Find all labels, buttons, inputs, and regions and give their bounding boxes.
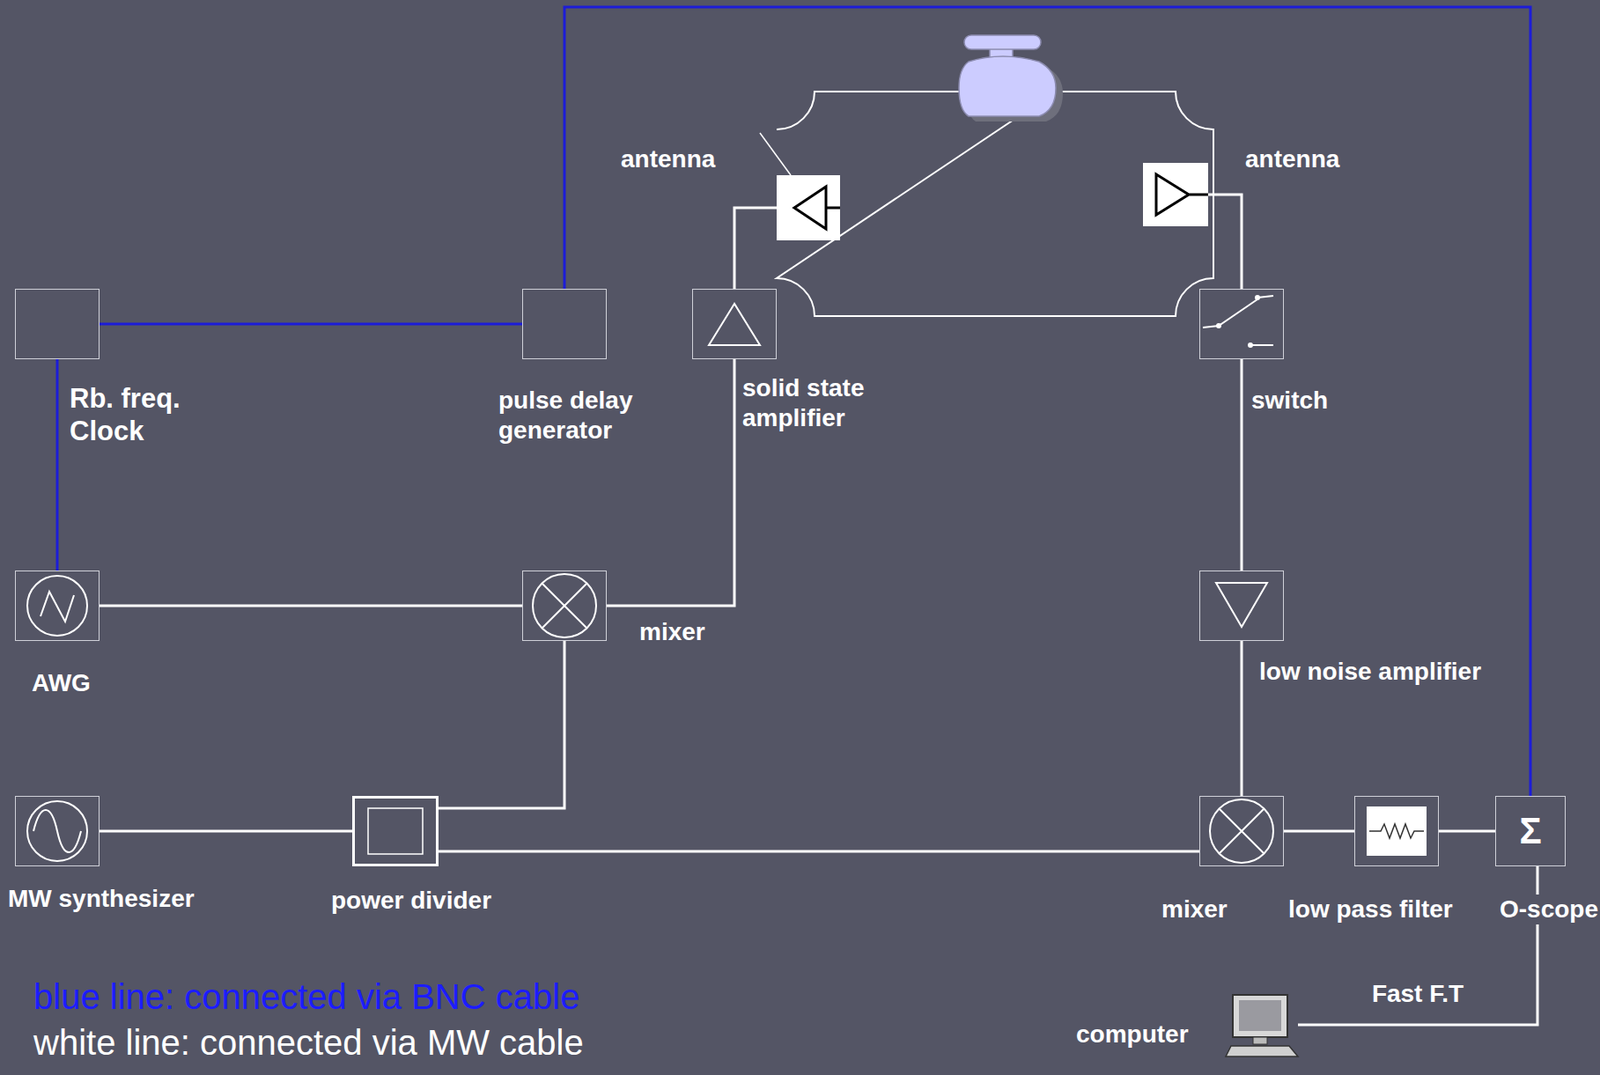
symbol-text: Σ (1496, 796, 1565, 866)
edge-label: Fast F.T (1371, 979, 1464, 1010)
awg-symbol (27, 575, 88, 636)
mw-cable (99, 830, 353, 834)
switch-symbol (1202, 295, 1274, 346)
divider-box: power divider (352, 796, 439, 867)
antenna-plate (1142, 162, 1209, 227)
mw-cable (1240, 641, 1244, 797)
mw-cable (1208, 194, 1242, 289)
chamber-outline (776, 91, 1214, 317)
bnc-cable (56, 359, 59, 571)
filter-plate (1366, 806, 1427, 856)
component-label: MW synthesizer (7, 884, 195, 915)
component-label: power divider (331, 885, 492, 916)
switch-box: switch (1199, 288, 1284, 360)
monitor (1232, 995, 1288, 1038)
antenna-symbol (794, 186, 841, 229)
component-label: switch (1251, 385, 1328, 416)
component-label: low noise amplifier (1259, 656, 1482, 687)
valve-handle (964, 35, 1041, 50)
delay-generator-box: pulse delay generator (522, 288, 607, 360)
component-label: antenna (620, 144, 716, 175)
synthesizer-box: MW synthesizer (14, 796, 100, 867)
bnc-cable (99, 323, 523, 326)
mixer-symbol (1209, 799, 1274, 863)
bnc-cable (564, 7, 1531, 797)
synth-symbol (27, 801, 88, 862)
leader-line (759, 132, 791, 176)
component-label: mixer (1161, 894, 1228, 925)
antenna-symbol (1156, 174, 1209, 215)
component-label: solid state amplifier (742, 373, 901, 433)
switch-contact (1216, 323, 1222, 329)
screen (1238, 1000, 1282, 1032)
mw-cable (438, 641, 565, 809)
component-label: mixer (639, 617, 706, 648)
clock-box: Rb. freq. Clock (14, 288, 100, 360)
switch-contact (1247, 342, 1254, 348)
legend-note: blue line: connected via BNC cable (33, 975, 580, 1018)
keyboard (1225, 1046, 1298, 1057)
mw-cable (99, 604, 523, 608)
oscilloscope-box: ΣO-scope (1495, 796, 1566, 867)
antenna: antenna (776, 175, 841, 241)
mw-cable (1283, 830, 1355, 834)
amplifier-symbol (1216, 582, 1268, 627)
mixer-box: mixer (1199, 796, 1284, 867)
mw-cable (1297, 866, 1538, 1025)
component-label: pulse delay generator (498, 385, 666, 445)
mw-cable (438, 850, 1200, 854)
mw-cable (1438, 830, 1496, 834)
mw-cable (734, 207, 777, 289)
awg-box: AWG (14, 570, 100, 642)
valve-body (958, 56, 1056, 117)
monitor-stand (1253, 1037, 1268, 1045)
component-label: AWG (31, 668, 91, 699)
sine-wave (33, 810, 82, 853)
component-label: low pass filter (1288, 894, 1453, 925)
mixer-cross (1219, 809, 1264, 854)
mixer-cross (542, 583, 587, 628)
mw-cable (1240, 359, 1244, 571)
amplifier-symbol (708, 303, 760, 346)
component-label: computer (1076, 1019, 1189, 1050)
awg-waveform (40, 591, 74, 622)
computer-icon: computer (1225, 993, 1298, 1057)
amplifier-box: solid state amplifier (692, 288, 777, 360)
legend-note: white line: connected via MW cable (33, 1021, 584, 1064)
mixer-symbol (532, 574, 597, 638)
antenna: antenna (1142, 162, 1209, 227)
mixer-box: mixer (522, 570, 607, 642)
component-label: Rb. freq. Clock (69, 382, 220, 448)
antenna-plate (776, 175, 841, 241)
filter-box: low pass filter (1354, 796, 1439, 867)
component-label: antenna (1245, 144, 1340, 175)
component-label: O-scope (1497, 894, 1600, 925)
switch-contact (1254, 294, 1261, 301)
resistor-symbol (1369, 824, 1424, 839)
amplifier-box: low noise amplifier (1199, 570, 1284, 642)
divider-symbol (368, 808, 423, 855)
